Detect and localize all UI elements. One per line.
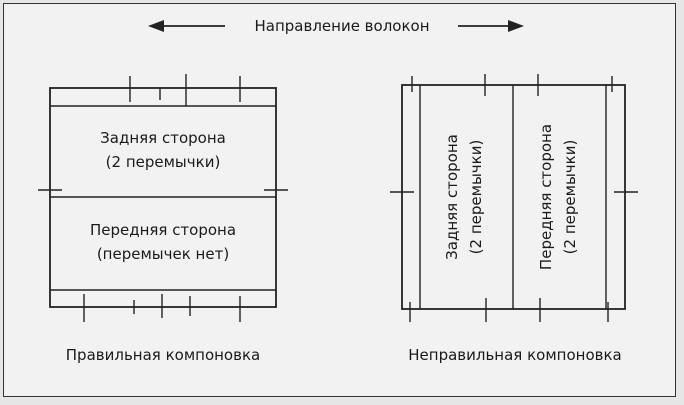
arrow-left-icon xyxy=(148,20,225,32)
correct-front-label-line2: (перемычек нет) xyxy=(97,245,229,263)
bottom-tick-marks xyxy=(409,298,609,322)
grain-direction-label: Направление волокон xyxy=(254,17,429,35)
bottom-tick-marks xyxy=(83,294,241,322)
incorrect-back-label-line2: (2 перемычки) xyxy=(467,140,485,255)
arrow-right-icon xyxy=(458,20,524,32)
grain-direction-indicator: Направление волокон xyxy=(148,17,524,35)
top-tick-marks xyxy=(411,74,613,96)
incorrect-layout-caption: Неправильная компоновка xyxy=(408,346,621,364)
top-tick-marks xyxy=(129,74,241,106)
correct-front-label-line1: Передняя сторона xyxy=(90,221,236,239)
correct-layout-caption: Правильная компоновка xyxy=(66,346,260,364)
correct-back-label-line2: (2 перемычки) xyxy=(106,153,221,171)
incorrect-front-label-line2: (2 перемычки) xyxy=(561,140,579,255)
incorrect-layout: Задняя сторона (2 перемычки) Передняя ст… xyxy=(390,74,638,364)
figure-frame xyxy=(3,3,676,397)
correct-back-label-line1: Задняя сторона xyxy=(100,129,226,147)
incorrect-front-label-line1: Передняя сторона xyxy=(537,124,555,270)
correct-layout: Задняя сторона (2 перемычки) Передняя ст… xyxy=(38,74,288,364)
incorrect-back-label-line1: Задняя сторона xyxy=(443,134,461,260)
